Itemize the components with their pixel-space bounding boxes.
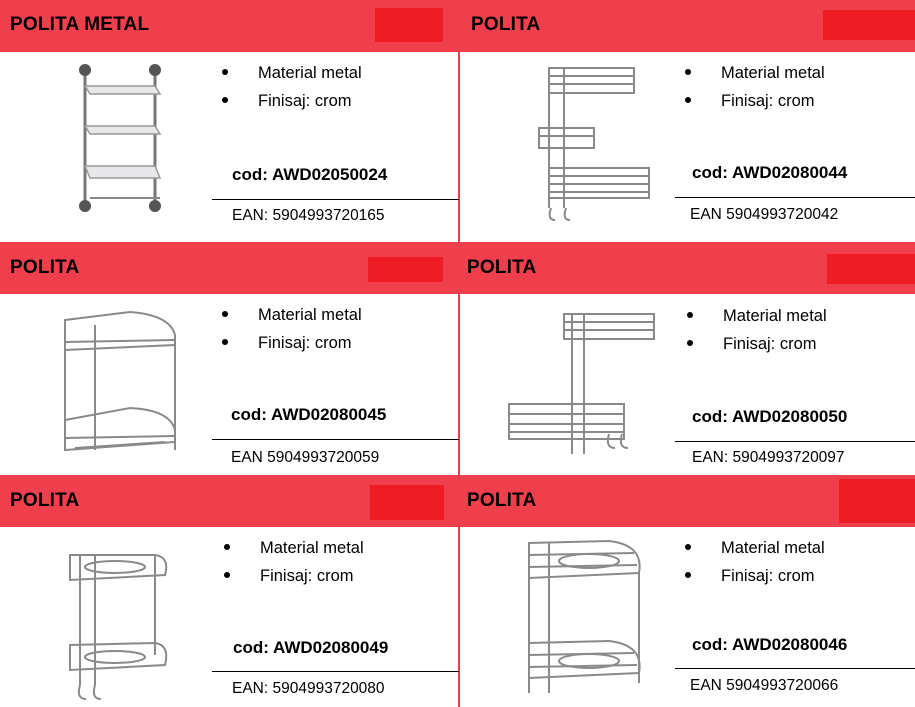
product-title: POLITA [471,14,541,35]
feature-list: Material metal Finisaj: crom [222,62,362,118]
bullet-icon [685,544,691,550]
product-card-awd02050024: POLITA METAL Mate [0,0,459,242]
separator [212,439,459,440]
redacted-block [839,479,915,523]
product-header: POLITA [459,242,915,294]
product-code: cod: AWD02080044 [692,163,848,182]
redacted-block [823,10,915,40]
bullet-icon [685,97,691,103]
feature-item: Material metal [685,62,825,90]
redacted-block [827,254,915,284]
feature-list: Material metal Finisaj: crom [685,537,825,593]
product-header: POLITA METAL [0,0,459,52]
redacted-block [370,485,444,520]
product-card-awd02080045: POLITA Material metal Finisaj: crom [0,242,459,475]
product-ean: EAN 5904993720066 [690,677,839,694]
feature-item: Material metal [685,537,825,565]
feature-list: Material metal Finisaj: crom [685,62,825,118]
product-code: cod: AWD02080050 [692,407,848,426]
redacted-block [375,8,443,42]
product-ean: EAN: 5904993720097 [692,449,845,466]
separator [212,671,459,672]
bullet-icon [685,69,691,75]
product-card-awd02080046: POLITA Material metal Finisaj: crom [459,475,915,707]
feature-item: Finisaj: crom [687,333,827,361]
feature-item: Material metal [687,305,827,333]
wire-shelf-two-tier-hooks-icon [45,535,195,705]
wire-shelf-three-basket-icon [519,58,669,228]
product-title: POLITA [467,257,537,278]
bullet-icon [222,97,228,103]
feature-item: Material metal [222,62,362,90]
product-code: cod: AWD02080045 [231,405,387,424]
bullet-icon [687,312,693,318]
bullet-icon [222,69,228,75]
product-ean: EAN 5904993720042 [690,206,839,223]
feature-item: Finisaj: crom [224,565,364,593]
product-header: POLITA [459,475,915,527]
product-code: cod: AWD02080046 [692,635,848,654]
product-code: cod: AWD02050024 [232,165,388,184]
product-header: POLITA [0,242,459,294]
product-header: POLITA [0,475,459,527]
separator [675,197,915,198]
feature-item: Finisaj: crom [685,565,825,593]
wire-shelf-two-basket-hooks-icon [504,304,664,474]
three-tier-glass-shelf-icon [40,58,190,228]
bullet-icon [224,544,230,550]
feature-item: Material metal [222,304,362,332]
feature-item: Material metal [224,537,364,565]
product-code: cod: AWD02080049 [233,638,389,657]
bullet-icon [222,339,228,345]
product-card-awd02080049: POLITA Material metal Finisaj: crom cod:… [0,475,459,707]
corner-wire-shelf-tall-icon [519,533,649,703]
feature-list: Material metal Finisaj: crom [224,537,364,593]
bullet-icon [222,311,228,317]
separator [675,441,915,442]
bullet-icon [685,572,691,578]
separator [212,199,459,200]
separator [675,668,915,669]
feature-list: Material metal Finisaj: crom [222,304,362,360]
feature-list: Material metal Finisaj: crom [687,305,827,361]
bullet-icon [224,572,230,578]
feature-item: Finisaj: crom [222,90,362,118]
product-header: POLITA [459,0,915,52]
product-card-awd02080050: POLITA Material metal Finisaj: crom cod:… [459,242,915,475]
corner-wire-shelf-two-tier-icon [45,300,195,470]
bullet-icon [687,340,693,346]
product-ean: EAN 5904993720059 [231,449,380,466]
product-title: POLITA [467,490,537,511]
product-ean: EAN: 5904993720165 [232,207,385,224]
feature-item: Finisaj: crom [685,90,825,118]
product-title: POLITA [10,490,80,511]
product-title: POLITA [10,257,80,278]
redacted-block [368,257,443,282]
product-card-awd02080044: POLITA Material metal Finisaj: [459,0,915,242]
feature-item: Finisaj: crom [222,332,362,360]
column-divider [458,0,460,707]
product-ean: EAN: 5904993720080 [232,680,385,697]
product-title: POLITA METAL [10,14,150,35]
